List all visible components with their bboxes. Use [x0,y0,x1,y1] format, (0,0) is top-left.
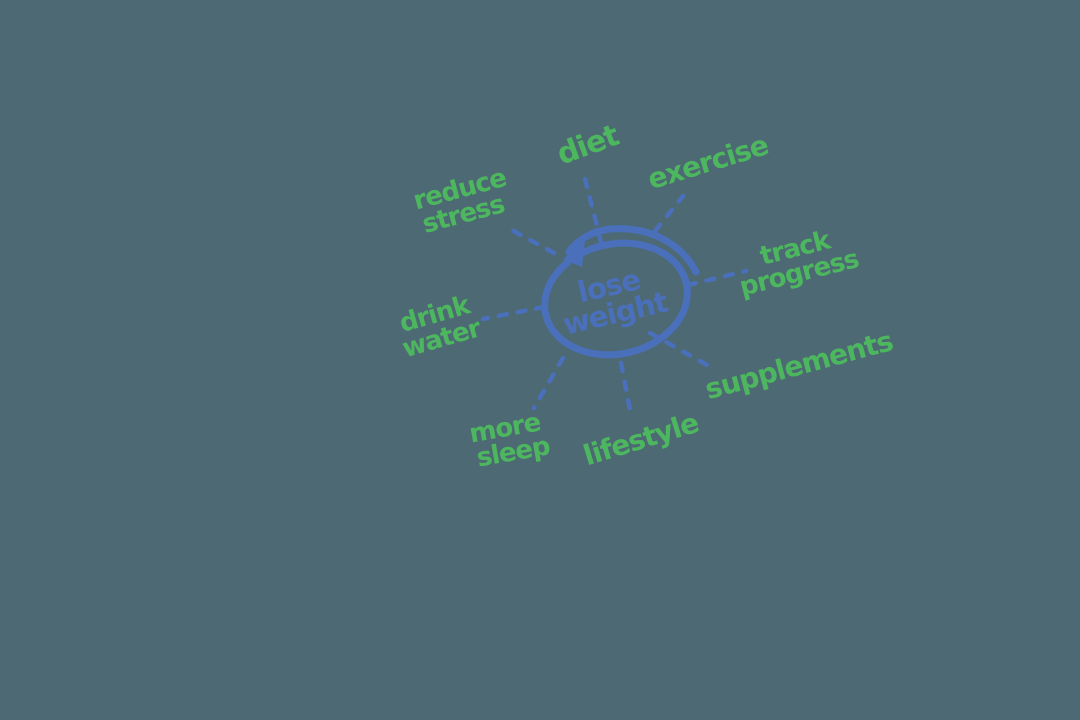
connector-more-sleep [531,355,566,411]
circle-arrowhead-icon [563,241,585,267]
connector-track-progress [685,268,749,288]
connector-lifestyle [618,360,634,418]
connector-drink-water [480,304,547,322]
connector-supplements [647,330,719,373]
center-circle-icon [541,225,700,359]
connector-exercise [652,193,686,234]
connector-reduce-stress [505,225,557,256]
